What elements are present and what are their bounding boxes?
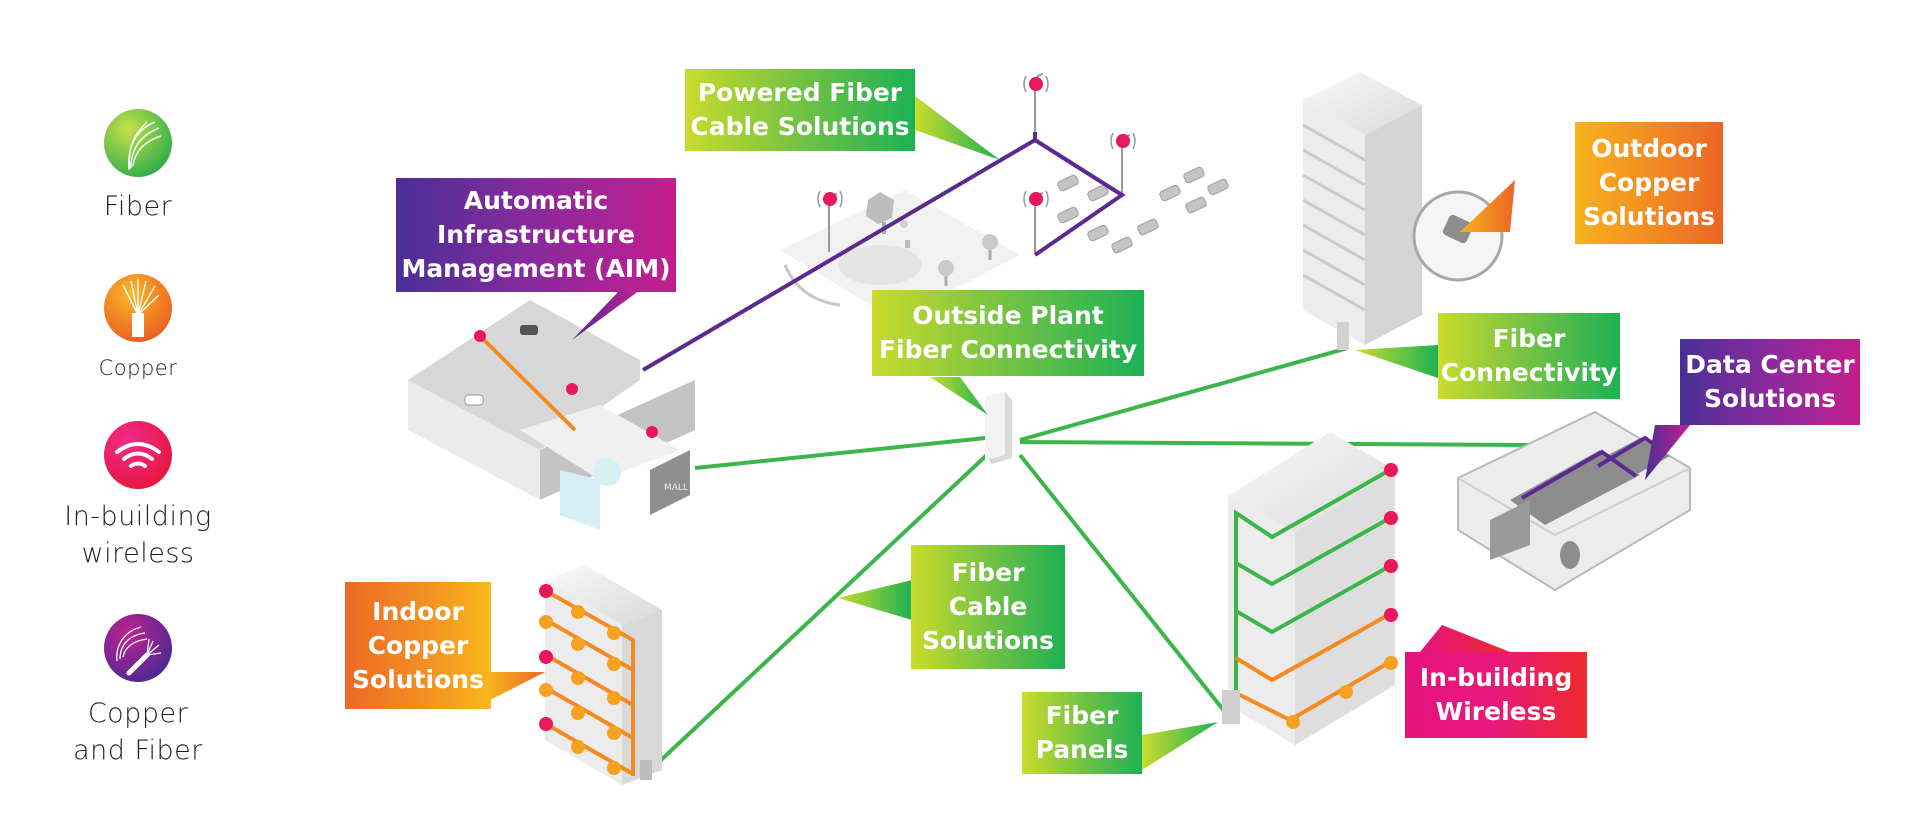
copper-cable-icon (104, 274, 172, 342)
legend-label-wireless: In-building wireless (64, 501, 212, 569)
callout-pointers (490, 96, 1690, 770)
callout-fiber-cable-solutions: Fiber Cable Solutions (911, 545, 1065, 669)
callout-powered-fiber-cable-solutions: Powered Fiber Cable Solutions (685, 69, 915, 151)
tree-icon (866, 192, 894, 224)
callout-fiber-connectivity: Fiber Connectivity (1438, 313, 1620, 399)
legend-label-fiber: Fiber (103, 191, 173, 222)
wireless-tower (1222, 432, 1398, 745)
callout-outside-plant-fiber-connectivity: Outside Plant Fiber Connectivity (872, 290, 1144, 376)
wifi-icon (104, 421, 172, 489)
tree-icon (938, 260, 954, 276)
legend-label-copper-fiber: Copper and Fiber (73, 698, 203, 766)
callout-data-center-solutions: Data Center Solutions (1680, 339, 1860, 425)
light-pole (1110, 132, 1136, 195)
tree-icon (982, 234, 998, 250)
camera-icon (1442, 214, 1474, 244)
mall-sign: MALL (664, 483, 688, 493)
fiber-lines (643, 346, 1536, 777)
callout-fiber-panels: Fiber Panels (1022, 692, 1142, 774)
callout-indoor-copper-solutions: Indoor Copper Solutions (345, 582, 491, 709)
light-pole (1023, 190, 1049, 253)
mall-building: MALL (408, 300, 695, 530)
callout-in-building-wireless: In-building Wireless (1405, 652, 1587, 738)
copper-and-fiber-icon (104, 614, 172, 682)
data-center (1457, 410, 1691, 592)
light-pole (817, 190, 843, 252)
light-poles (817, 73, 1136, 253)
callout-outdoor-copper-solutions: Outdoor Copper Solutions (1575, 122, 1723, 244)
car-icon (464, 394, 484, 406)
aim-line (641, 132, 1126, 372)
callout-aim: Automatic Infrastructure Management (AIM… (396, 178, 676, 292)
legend-label-copper: Copper (98, 356, 178, 380)
light-pole (1023, 73, 1049, 132)
indoor-copper-building (539, 565, 662, 785)
fiber-panel-box (1222, 690, 1240, 724)
fiber-icon (104, 109, 172, 177)
office-tower (1302, 72, 1504, 350)
outside-plant-cabinet (985, 392, 1012, 464)
park-area (780, 190, 1020, 320)
car-icon (520, 325, 538, 335)
parking-cars (1057, 166, 1229, 254)
